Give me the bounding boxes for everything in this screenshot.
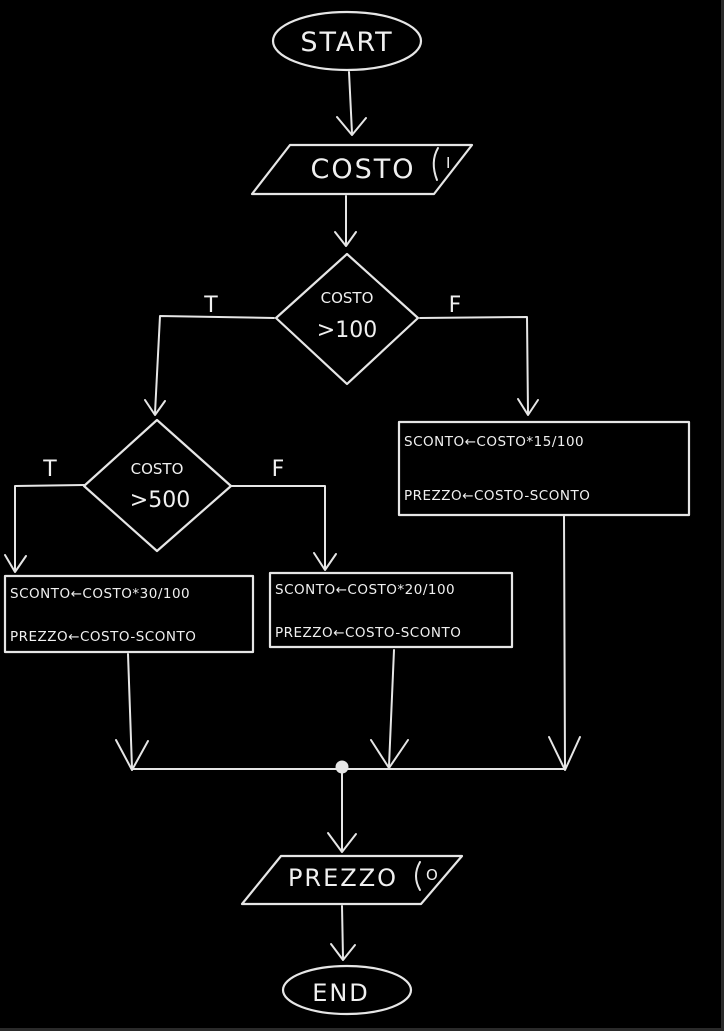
- end-node: END: [281, 964, 413, 1016]
- process-f2-line2: PREZZO←COSTO-SCONTO: [275, 625, 461, 641]
- output-label: PREZZO: [288, 864, 398, 892]
- decision2-node: COSTO >500: [82, 418, 233, 553]
- process-f2-node: SCONTO←COSTO*20/100 PREZZO←COSTO-SCONTO: [268, 571, 514, 649]
- start-label: START: [300, 27, 393, 58]
- d2-false-label: F: [272, 457, 285, 482]
- arrow-input-decision1: [334, 195, 357, 247]
- arrow-f1-merge: [548, 515, 581, 771]
- decision2-line2: >500: [130, 488, 190, 513]
- arrow-d1-false: F: [419, 293, 539, 416]
- process-f1-line1: SCONTO←COSTO*15/100: [404, 434, 584, 450]
- merge-line: [131, 760, 566, 774]
- output-node: PREZZO O: [240, 854, 464, 906]
- input-label: COSTO: [311, 154, 416, 185]
- arrow-f2-merge: [370, 649, 409, 769]
- d2-true-label: T: [42, 457, 57, 482]
- process-f1-line2: PREZZO←COSTO-SCONTO: [404, 488, 590, 504]
- arrow-output-end: [330, 905, 356, 961]
- output-tag: O: [426, 866, 438, 884]
- process-t2-line2: PREZZO←COSTO-SCONTO: [10, 629, 196, 645]
- start-node: START: [271, 10, 423, 72]
- arrow-merge-output: [327, 771, 357, 853]
- d1-true-label: T: [203, 293, 218, 318]
- input-tag: I: [446, 154, 450, 172]
- process-f2-line1: SCONTO←COSTO*20/100: [275, 582, 455, 598]
- junction-dot: [335, 760, 349, 774]
- arrow-d1-true: T: [144, 293, 275, 416]
- process-t2-node: SCONTO←COSTO*30/100 PREZZO←COSTO-SCONTO: [3, 574, 255, 654]
- process-f1-node: SCONTO←COSTO*15/100 PREZZO←COSTO-SCONTO: [397, 420, 691, 517]
- decision1-line1: COSTO: [321, 289, 374, 307]
- decision2-line1: COSTO: [131, 460, 184, 478]
- input-node: COSTO I: [250, 143, 474, 196]
- arrow-d2-true: T: [4, 457, 85, 573]
- arrow-t2-merge: [115, 653, 149, 771]
- arrow-start-input: [336, 71, 367, 136]
- decision1-line2: >100: [317, 318, 377, 343]
- arrow-d2-false: F: [230, 457, 337, 571]
- end-label: END: [312, 979, 370, 1007]
- process-t2-line1: SCONTO←COSTO*30/100: [10, 586, 190, 602]
- decision1-node: COSTO >100: [274, 252, 420, 386]
- d1-false-label: F: [449, 293, 462, 318]
